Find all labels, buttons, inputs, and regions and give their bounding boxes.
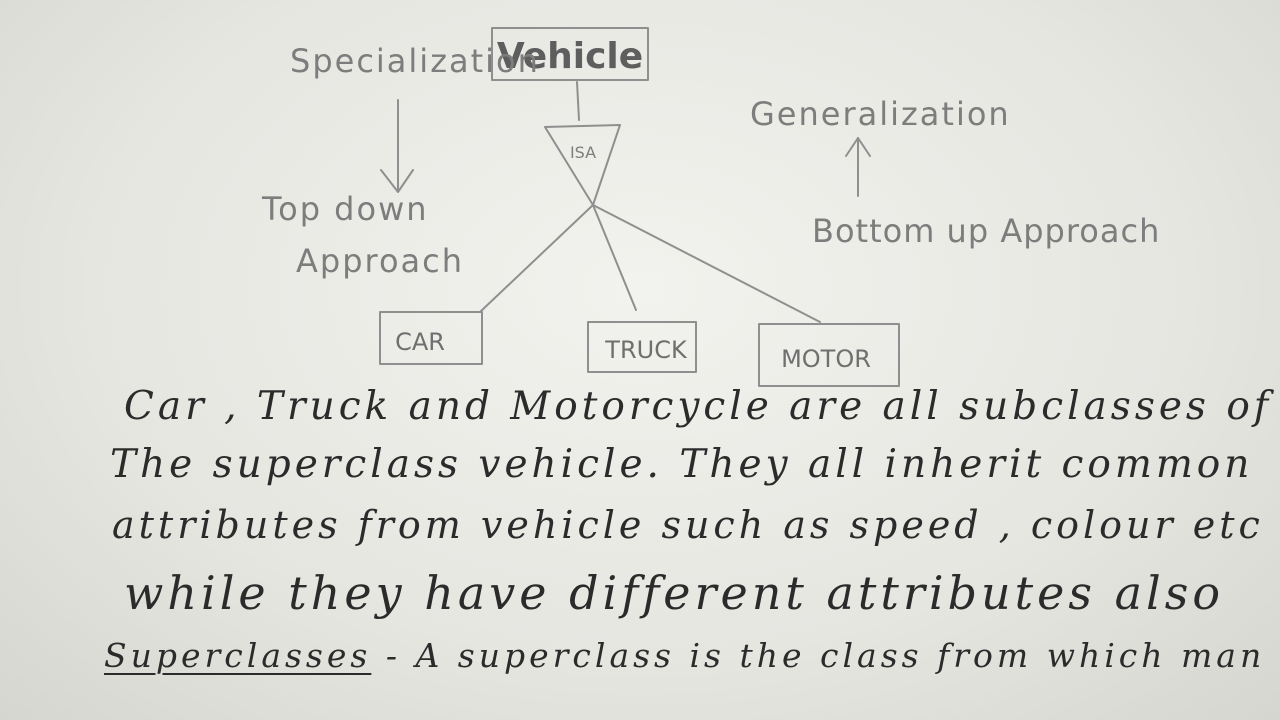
down-arrow-icon bbox=[380, 169, 414, 193]
vehicle-label: Vehicle bbox=[497, 36, 643, 77]
car-box bbox=[379, 311, 483, 365]
bottom-up-approach-label: Bottom up Approach bbox=[812, 212, 1160, 250]
branch-car bbox=[479, 204, 594, 313]
vehicle-box bbox=[491, 27, 649, 81]
note-line-1: Car , Truck and Motorcycle are all subcl… bbox=[124, 384, 1273, 429]
top-down-label: Top down bbox=[261, 190, 429, 228]
superclasses-term: Superclasses bbox=[104, 636, 372, 675]
motor-label: MOTOR bbox=[781, 345, 871, 373]
note-line-4: while they have different attributes als… bbox=[124, 566, 1225, 620]
up-arrow-icon bbox=[845, 137, 871, 157]
superclass-definition: - A superclass is the class from which m… bbox=[371, 636, 1266, 675]
branch-truck bbox=[592, 204, 637, 311]
motor-box bbox=[758, 323, 900, 387]
generalization-label: Generalization bbox=[750, 95, 1011, 133]
truck-box bbox=[587, 321, 697, 373]
vehicle-isa-connector bbox=[576, 81, 580, 121]
top-down-approach-label: Approach bbox=[296, 242, 464, 280]
note-line-2: The superclass vehicle. They all inherit… bbox=[110, 442, 1254, 487]
isa-triangle bbox=[544, 124, 621, 206]
specialization-label: Specialization bbox=[290, 42, 540, 80]
isa-label: ISA bbox=[570, 143, 596, 162]
note-line-5: Superclasses - A superclass is the class… bbox=[0, 636, 1265, 675]
note-line-3: attributes from vehicle such as speed , … bbox=[112, 503, 1264, 547]
truck-label: TRUCK bbox=[604, 336, 688, 364]
branch-motor bbox=[592, 204, 821, 323]
car-label: CAR bbox=[395, 328, 445, 356]
